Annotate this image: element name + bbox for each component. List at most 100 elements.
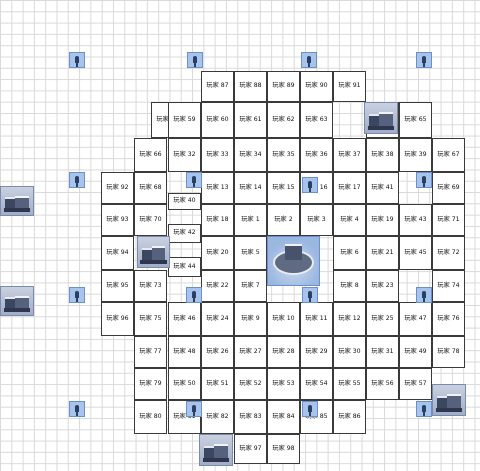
player-cell-55[interactable]: 玩家 55 <box>333 368 366 400</box>
central-fortress-icon[interactable] <box>267 236 320 286</box>
player-cell-19[interactable]: 玩家 19 <box>366 204 399 236</box>
player-cell-25[interactable]: 玩家 25 <box>366 302 399 336</box>
player-cell-79[interactable]: 玩家 79 <box>134 368 167 400</box>
player-cell-95[interactable]: 玩家 95 <box>101 270 134 302</box>
player-cell-47[interactable]: 玩家 47 <box>399 302 432 336</box>
player-cell-56[interactable]: 玩家 56 <box>366 368 399 400</box>
player-cell-17[interactable]: 玩家 17 <box>333 172 366 204</box>
player-cell-53[interactable]: 玩家 53 <box>267 368 300 400</box>
player-cell-49[interactable]: 玩家 49 <box>399 336 432 368</box>
player-cell-78[interactable]: 玩家 78 <box>432 336 465 368</box>
watchtower-icon[interactable] <box>302 177 318 193</box>
player-cell-11[interactable]: 玩家 11 <box>300 302 333 336</box>
player-cell-62[interactable]: 玩家 62 <box>267 102 300 138</box>
player-cell-77[interactable]: 玩家 77 <box>134 336 167 368</box>
castle-icon[interactable] <box>0 186 34 216</box>
player-cell-66[interactable]: 玩家 66 <box>134 138 167 172</box>
player-cell-28[interactable]: 玩家 28 <box>267 336 300 368</box>
player-cell-87[interactable]: 玩家 87 <box>201 71 234 102</box>
player-cell-50[interactable]: 玩家 50 <box>168 368 201 400</box>
player-cell-5[interactable]: 玩家 5 <box>234 236 267 270</box>
watchtower-icon[interactable] <box>416 172 432 188</box>
player-cell-37[interactable]: 玩家 37 <box>333 138 366 172</box>
player-cell-61[interactable]: 玩家 61 <box>234 102 267 138</box>
castle-icon[interactable] <box>364 102 398 134</box>
watchtower-icon[interactable] <box>302 287 318 303</box>
watchtower-icon[interactable] <box>69 52 85 68</box>
player-cell-21[interactable]: 玩家 21 <box>366 236 399 270</box>
player-cell-1[interactable]: 玩家 1 <box>234 204 267 236</box>
player-cell-27[interactable]: 玩家 27 <box>234 336 267 368</box>
player-cell-8[interactable]: 玩家 8 <box>333 270 366 302</box>
player-cell-84[interactable]: 玩家 84 <box>267 400 300 434</box>
player-cell-81[interactable]: 玩家 81 <box>168 400 201 434</box>
player-cell-94[interactable]: 玩家 94 <box>101 236 134 270</box>
player-cell-32[interactable]: 玩家 32 <box>168 138 201 172</box>
player-cell-98[interactable]: 玩家 98 <box>267 434 300 464</box>
player-cell-33[interactable]: 玩家 33 <box>201 138 234 172</box>
player-cell-43[interactable]: 玩家 43 <box>399 204 432 236</box>
player-cell-74[interactable]: 玩家 74 <box>432 270 465 302</box>
player-cell-90[interactable]: 玩家 90 <box>300 71 333 102</box>
player-cell-88[interactable]: 玩家 88 <box>234 71 267 102</box>
player-cell-6[interactable]: 玩家 6 <box>333 236 366 270</box>
player-cell-44[interactable]: 玩家 44 <box>168 257 201 277</box>
player-cell-26[interactable]: 玩家 26 <box>201 336 234 368</box>
player-cell-92[interactable]: 玩家 92 <box>101 172 134 204</box>
player-cell-18[interactable]: 玩家 18 <box>201 204 234 236</box>
watchtower-icon[interactable] <box>186 172 202 188</box>
player-cell-51[interactable]: 玩家 51 <box>201 368 234 400</box>
player-cell-31[interactable]: 玩家 31 <box>366 336 399 368</box>
player-cell-36[interactable]: 玩家 36 <box>300 138 333 172</box>
player-cell-75[interactable]: 玩家 75 <box>134 302 167 336</box>
player-cell-80[interactable]: 玩家 80 <box>134 400 167 434</box>
player-cell-29[interactable]: 玩家 29 <box>300 336 333 368</box>
watchtower-icon[interactable] <box>301 52 317 68</box>
player-cell-45[interactable]: 玩家 45 <box>399 236 432 270</box>
player-cell-86[interactable]: 玩家 86 <box>333 400 366 434</box>
player-cell-69[interactable]: 玩家 69 <box>432 172 465 204</box>
player-cell-2[interactable]: 玩家 2 <box>267 204 300 236</box>
player-cell-60[interactable]: 玩家 60 <box>201 102 234 138</box>
player-cell-40[interactable]: 玩家 40 <box>168 193 201 210</box>
player-cell-89[interactable]: 玩家 89 <box>267 71 300 102</box>
player-cell-97[interactable]: 玩家 97 <box>234 434 267 464</box>
player-cell-20[interactable]: 玩家 20 <box>201 236 234 270</box>
watchtower-icon[interactable] <box>186 401 202 417</box>
player-cell-34[interactable]: 玩家 34 <box>234 138 267 172</box>
watchtower-icon[interactable] <box>186 287 202 303</box>
player-cell-9[interactable]: 玩家 9 <box>234 302 267 336</box>
player-cell-7[interactable]: 玩家 7 <box>234 270 267 302</box>
player-cell-54[interactable]: 玩家 54 <box>300 368 333 400</box>
player-cell-14[interactable]: 玩家 14 <box>234 172 267 204</box>
watchtower-icon[interactable] <box>416 287 432 303</box>
player-cell-76[interactable]: 玩家 76 <box>432 302 465 336</box>
player-cell-72[interactable]: 玩家 72 <box>432 236 465 270</box>
player-cell-10[interactable]: 玩家 10 <box>267 302 300 336</box>
player-cell-38[interactable]: 玩家 38 <box>366 138 399 172</box>
player-cell-46[interactable]: 玩家 46 <box>168 302 201 336</box>
castle-icon[interactable] <box>0 286 34 316</box>
watchtower-icon[interactable] <box>69 287 85 303</box>
castle-icon[interactable] <box>199 434 233 466</box>
player-cell-70[interactable]: 玩家 70 <box>134 204 167 236</box>
player-cell-42[interactable]: 玩家 42 <box>168 224 201 243</box>
player-cell-41[interactable]: 玩家 41 <box>366 172 399 204</box>
castle-icon[interactable] <box>137 236 170 268</box>
player-cell-39[interactable]: 玩家 39 <box>399 138 432 172</box>
watchtower-icon[interactable] <box>69 401 85 417</box>
player-cell-52[interactable]: 玩家 52 <box>234 368 267 400</box>
player-cell-65[interactable]: 玩家 65 <box>399 102 432 138</box>
player-cell-83[interactable]: 玩家 83 <box>234 400 267 434</box>
player-cell-59[interactable]: 玩家 59 <box>168 102 201 138</box>
player-cell-67[interactable]: 玩家 67 <box>432 138 465 172</box>
player-cell-68[interactable]: 玩家 68 <box>134 172 167 204</box>
player-cell-4[interactable]: 玩家 4 <box>333 204 366 236</box>
player-cell-12[interactable]: 玩家 12 <box>333 302 366 336</box>
player-cell-57[interactable]: 玩家 57 <box>399 368 432 400</box>
player-cell-91[interactable]: 玩家 91 <box>333 71 366 102</box>
castle-icon[interactable] <box>432 384 466 416</box>
player-cell-15[interactable]: 玩家 15 <box>267 172 300 204</box>
player-cell-71[interactable]: 玩家 71 <box>432 204 465 236</box>
player-cell-48[interactable]: 玩家 48 <box>168 336 201 368</box>
